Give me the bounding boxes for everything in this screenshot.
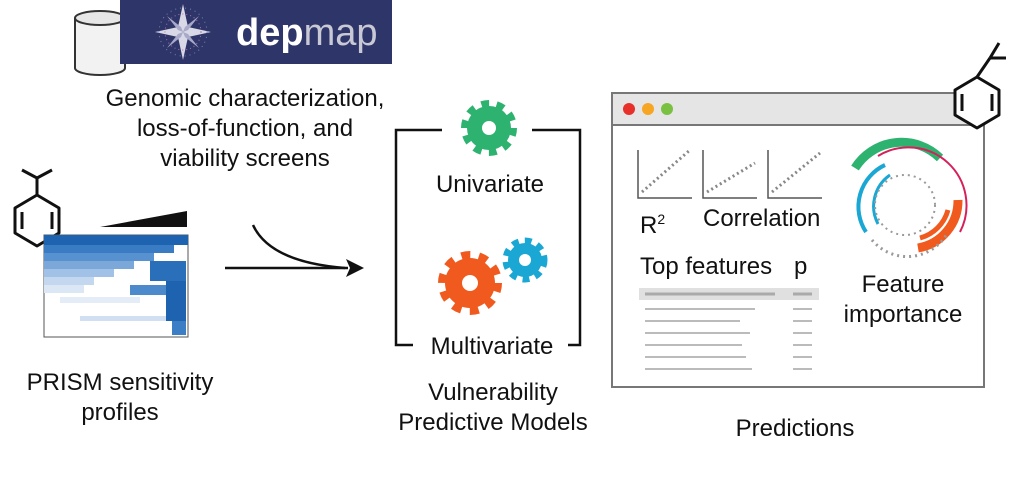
compass-star-icon: [155, 4, 211, 60]
flow-arrows: [225, 224, 364, 277]
r2-label-sup: 2: [657, 211, 666, 227]
models-bracket: [394, 128, 582, 347]
predictions-window: [611, 92, 985, 388]
database-icon: [74, 10, 126, 76]
logo-text: depmap: [236, 12, 377, 54]
multivariate-label: Multivariate: [430, 333, 554, 360]
prism-caption-line: profiles: [81, 399, 159, 426]
r2-plot: [637, 148, 692, 199]
models-caption-line: Predictive Models: [398, 409, 588, 436]
r2-label: R2: [640, 204, 665, 241]
arrowhead: [346, 259, 364, 277]
genomic-caption-line: loss-of-function, and: [136, 115, 354, 142]
models-caption: Vulnerability Predictive Models: [368, 378, 618, 438]
feature-importance-line: importance: [843, 301, 963, 328]
prism-caption-line: PRISM sensitivity: [26, 369, 214, 396]
genomic-caption: Genomic characterization, loss-of-functi…: [70, 84, 420, 174]
genomic-caption-line: viability screens: [160, 145, 330, 172]
metric-mini-plots: [637, 148, 822, 199]
molecule-icon-right: [953, 42, 1006, 130]
window-minimize-dot: [642, 103, 654, 115]
feature-importance-label: Feature importance: [828, 270, 978, 330]
molecule-icon-left: [13, 168, 61, 248]
top-features-header: Top features: [640, 253, 773, 280]
univariate-label: Univariate: [435, 171, 545, 198]
feature-table: [639, 288, 819, 370]
p-value-header: p: [794, 253, 808, 280]
multivariate-gear-large-icon: [438, 251, 502, 315]
third-plot: [767, 150, 822, 199]
concentration-wedge: [100, 211, 187, 227]
univariate-gear-icon: [461, 100, 517, 156]
genomic-caption-line: Genomic characterization,: [105, 85, 385, 112]
feature-importance-line: Feature: [861, 271, 945, 298]
models-caption-line: Vulnerability: [428, 379, 558, 406]
multivariate-gear-small-icon: [502, 237, 548, 283]
prism-caption: PRISM sensitivity profiles: [0, 368, 240, 428]
correlation-plot: [702, 150, 757, 199]
depmap-logo: depmap: [120, 0, 392, 64]
predictions-caption: Predictions: [735, 415, 855, 442]
correlation-label: Correlation: [703, 205, 821, 232]
window-close-dot: [623, 103, 635, 115]
r2-label-base: R: [640, 212, 658, 239]
sensitivity-heatmap: [43, 234, 189, 338]
window-maximize-dot: [661, 103, 673, 115]
curved-arrow: [251, 224, 346, 270]
feature-importance-rings: [851, 137, 968, 259]
